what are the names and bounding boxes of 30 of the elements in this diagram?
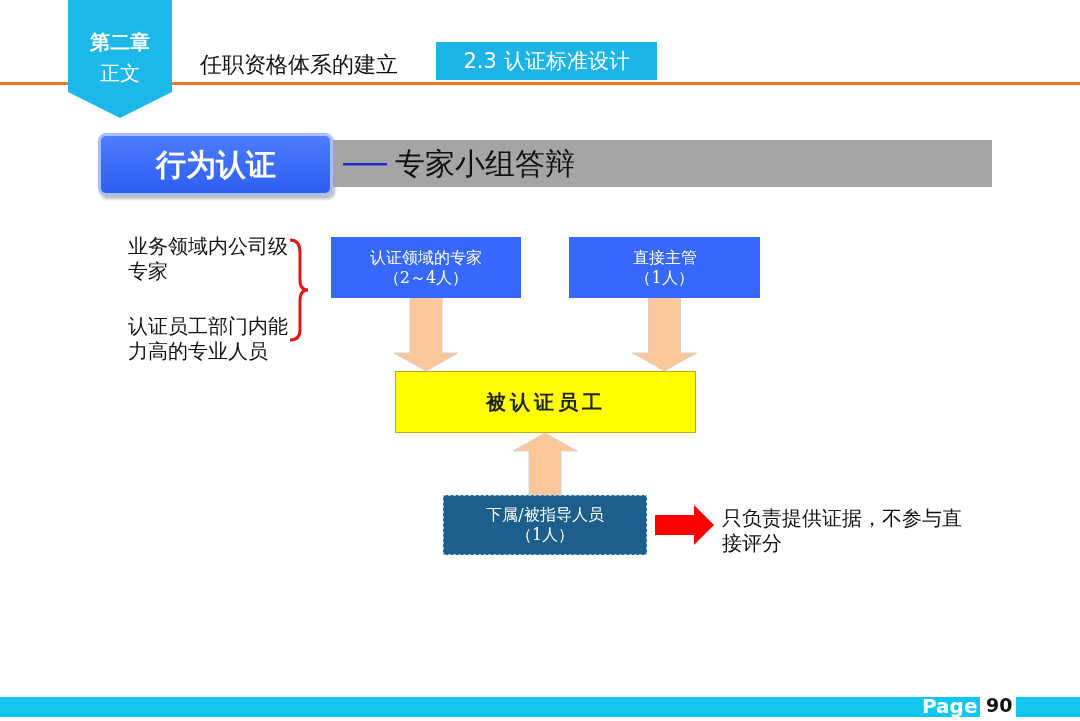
section-label: 正文 [100,61,140,86]
topic-box [98,133,333,196]
employee-label: 被认证员工 [485,389,606,415]
expert-type-note: 业务领域内公司级专家 [128,234,288,284]
block-arrow [393,297,459,372]
chapter-badge [68,0,172,118]
employee-box [395,371,696,433]
topic-title: 行为认证 [155,145,276,184]
block-arrow [512,432,578,496]
section-title: 2.3 认证标准设计 [463,47,630,75]
expert-type-note: 认证员工部门内能力高的专业人员 [128,314,288,364]
page-label: Page [922,694,978,719]
subtitle: 专家小组答辩 [395,144,575,183]
subtitle-band [333,140,992,187]
page-number: 90 [986,694,1014,718]
note-text: 只负责提供证据，不参与直接评分 [722,506,962,556]
role-count: （1人） [635,267,694,288]
role-name: 下属/被指导人员 [486,505,604,525]
section-tag [436,42,657,80]
slide-title: 任职资格体系的建立 [200,51,398,79]
chapter-label: 第二章 [90,30,150,55]
subordinate-box [443,495,647,555]
role-box [569,237,760,298]
role-name: 直接主管 [632,247,697,268]
block-arrow [632,297,697,372]
role-count: （1人） [515,525,575,545]
role-count: （2～4人） [383,267,469,288]
role-box [331,237,521,298]
role-name: 认证领域的专家 [370,247,482,268]
block-arrow [655,505,714,545]
